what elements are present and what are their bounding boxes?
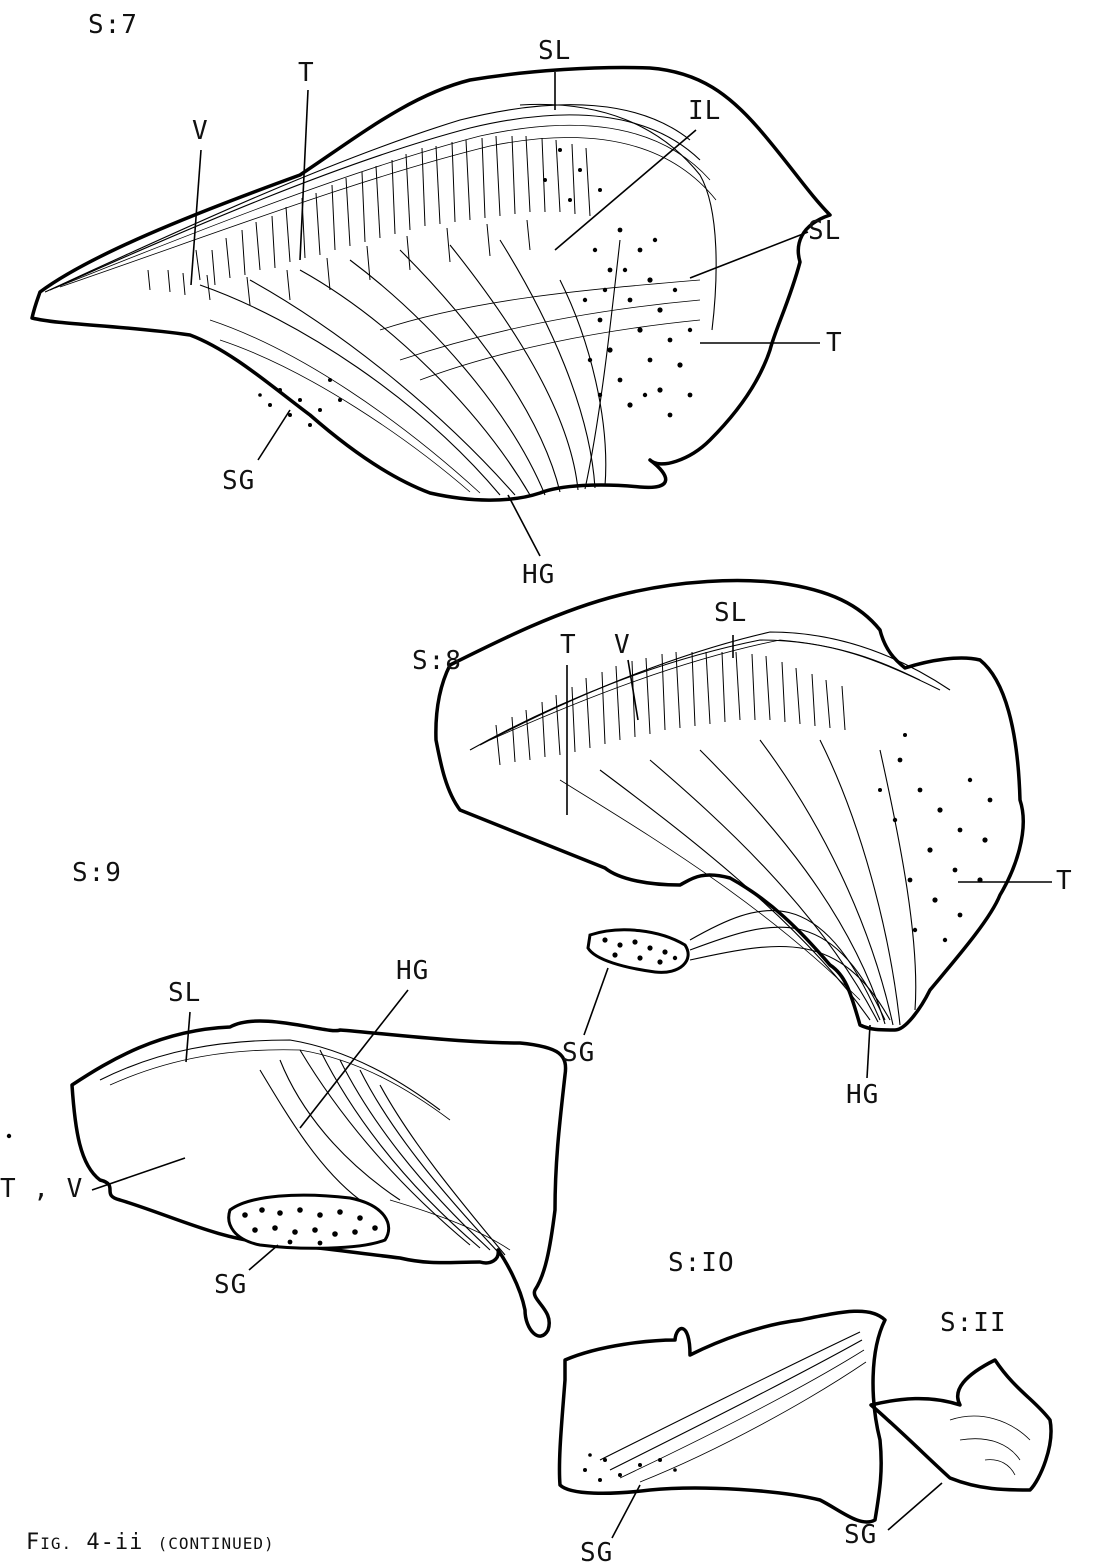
s7-label-t-right: T — [826, 330, 843, 356]
figure-caption: FIG. 4-ii (CONTINUED) — [26, 1530, 275, 1555]
s11-title: S:II — [940, 1310, 1007, 1336]
s9-label-hg: HG — [396, 958, 429, 984]
s7-label-t: T — [298, 60, 315, 86]
s9-outline — [72, 1021, 566, 1336]
caption-suffix: (CONTINUED) — [158, 1534, 275, 1553]
s8-label-v: V — [614, 632, 631, 658]
s10-label-sg: SG — [580, 1540, 613, 1566]
section-s7-drawing — [32, 68, 830, 557]
section-s8-drawing — [436, 581, 1052, 1078]
s8-label-sl: SL — [714, 600, 747, 626]
s7-label-sg: SG — [222, 468, 255, 494]
s8-label-t: T — [560, 632, 577, 658]
s8-outline — [436, 581, 1023, 1030]
s9-label-tv: T , V — [0, 1176, 83, 1202]
section-s10-drawing — [559, 1311, 885, 1538]
s7-label-sl-top: SL — [538, 38, 571, 64]
s7-title: S:7 — [88, 12, 138, 38]
s10-title: S:IO — [668, 1250, 735, 1276]
s9-label-sg: SG — [214, 1272, 247, 1298]
section-s9-drawing — [7, 990, 566, 1336]
s8-label-t-right: T — [1056, 868, 1073, 894]
s7-outline — [32, 68, 830, 501]
s7-label-sl-right: SL — [808, 218, 841, 244]
s8-label-hg: HG — [846, 1082, 879, 1108]
s7-label-il: IL — [688, 98, 721, 124]
s9-label-sl: SL — [168, 980, 201, 1006]
s11-label-sg: SG — [844, 1522, 877, 1548]
s8-title: S:8 — [412, 648, 462, 674]
s9-title: S:9 — [72, 860, 122, 886]
s7-label-v: V — [192, 118, 209, 144]
section-s11-drawing — [871, 1360, 1051, 1530]
caption-prefix-small: IG. — [40, 1534, 72, 1553]
s7-label-hg: HG — [522, 562, 555, 588]
caption-prefix: F — [26, 1530, 40, 1555]
s11-outline — [871, 1360, 1051, 1490]
caption-number: 4-ii — [86, 1530, 143, 1555]
s8-label-sg: SG — [562, 1040, 595, 1066]
